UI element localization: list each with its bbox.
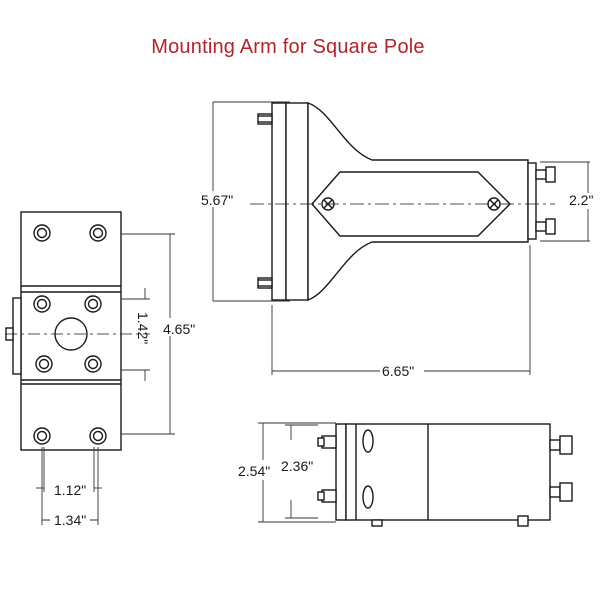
- drawing-title: Mounting Arm for Square Pole: [151, 36, 425, 58]
- top-view-stud-top: [257, 113, 273, 125]
- top-view-end-stud-top: [535, 169, 547, 180]
- dim-plate-inner-spacing: 1.12": [54, 482, 86, 498]
- top-view-end-block: [527, 162, 537, 240]
- side-view-body: [345, 423, 551, 521]
- dim-top-height: 5.67": [201, 192, 233, 208]
- top-view-end-stud-bottom: [535, 221, 547, 232]
- plate-view: [5, 211, 150, 451]
- dim-top-end-height: 2.2": [569, 192, 593, 208]
- side-view: [317, 423, 573, 527]
- top-view: [250, 102, 556, 302]
- side-view-slot-top: [362, 429, 374, 453]
- plate-bolts: [33, 224, 107, 445]
- top-view-end-nut-top: [545, 166, 556, 183]
- top-view-end-nut-bottom: [545, 218, 556, 235]
- dim-plate-center-gap: 1.42": [135, 312, 151, 344]
- dim-plate-height: 4.65": [163, 321, 195, 337]
- dim-top-length: 6.65": [382, 363, 414, 379]
- top-view-plate: [271, 102, 287, 301]
- dim-side-outer-height: 2.54": [238, 463, 270, 479]
- dim-plate-outer-spacing: 1.34": [54, 512, 86, 528]
- top-view-plate-inner: [285, 102, 309, 301]
- top-view-stud-bottom: [257, 277, 273, 289]
- side-view-plate: [335, 423, 347, 521]
- side-view-slot-bottom: [362, 485, 374, 509]
- dim-side-inner-height: 2.36": [281, 458, 313, 474]
- plate-side-bracket: [12, 297, 22, 375]
